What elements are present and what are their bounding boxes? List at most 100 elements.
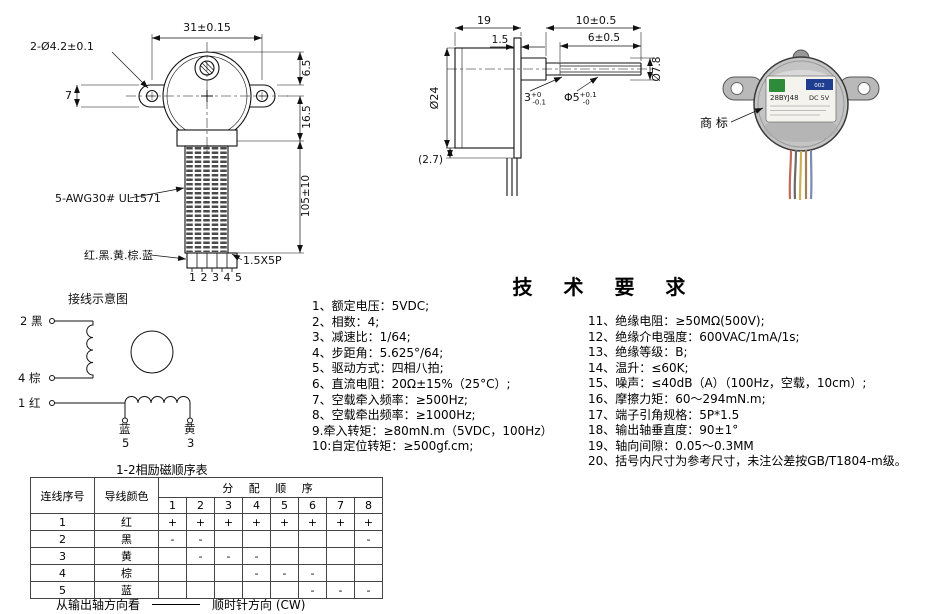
side-view-dimensions [444, 25, 654, 159]
table-row: 4 棕 - - - [30, 564, 383, 582]
tech-requirements-title: 技 术 要 求 [512, 275, 698, 299]
mark-cell: - [186, 530, 215, 548]
wire-color-cell: 黄 [94, 547, 159, 565]
mark-cell: + [354, 513, 383, 531]
rotation-note-line [152, 604, 201, 605]
rotation-note-right: 顺时针方向 (CW) [212, 598, 306, 612]
rotation-note: 从输出轴方向看 顺时针方向 (CW) [56, 596, 305, 613]
terminal-5-color-label: 蓝 [119, 422, 131, 436]
wire-color-cell: 红 [94, 513, 159, 531]
mark-cell: - [242, 564, 271, 582]
wire-number-cell: 1 [30, 513, 95, 531]
mark-cell: + [298, 513, 327, 531]
tech-req-item: 11、绝缘电阻：≥50MΩ(500V); [588, 314, 765, 328]
mark-cell: - [326, 581, 355, 599]
side-view-drawing [447, 37, 656, 196]
step-header: 6 [298, 497, 327, 514]
shaft-flat-label: 3+0-0.1 [524, 91, 546, 107]
rotor-symbol [130, 330, 174, 374]
pin-numbers-label: 12345 [189, 271, 247, 284]
connector-spec-label: 1.5X5P [243, 254, 282, 267]
table-header-row: 连线序号 导线颜色 分 配 顺 序 [30, 477, 383, 514]
dim-7-label: 7 [65, 89, 72, 102]
mark-cell [326, 564, 355, 582]
mark-cell: - [298, 564, 327, 582]
tech-req-item: 20、括号内尺寸为参考尺寸，未注公差按GB/T1804-m级。 [588, 454, 907, 469]
col-header-sequence: 分 配 顺 序 [158, 477, 383, 498]
mounting-holes-label: 2-Ø4.2±0.1 [30, 40, 94, 53]
table-row: 1 红 + + + + + + + + [30, 513, 383, 531]
dim-16-5-label: 16.5 [301, 105, 313, 128]
excitation-table-title: 1-2相励磁顺序表 [116, 463, 208, 477]
dim-1-5-label: 1.5 [492, 34, 509, 46]
mark-cell [354, 564, 383, 582]
wiring-title: 接线示意图 [68, 291, 128, 306]
tech-req-item: 6、直流电阻：20Ω±15%（25°C）; [312, 376, 511, 391]
step-header: 8 [354, 497, 383, 514]
shaft-dia-label: Φ5+0.1-0 [564, 91, 597, 107]
step-header: 3 [214, 497, 243, 514]
tech-req-item: 4、步距角：5.625°/64; [312, 345, 444, 360]
motor-photo: 002 28BYJ48 DC 5V 商 标 [700, 49, 880, 201]
terminal-2-label: 2 黑 [20, 314, 42, 328]
wire-spec-label: 5-AWG30# UL1571 [55, 192, 161, 205]
wire-number-cell: 4 [30, 564, 95, 582]
mark-cell [270, 547, 299, 565]
mark-cell: + [270, 513, 299, 531]
step-header: 4 [242, 497, 271, 514]
mark-cell: + [158, 513, 187, 531]
body-dia-label: Ø24 [428, 87, 441, 110]
tech-req-item: 7、空载牵入频率：≥500Hz; [312, 392, 468, 407]
brand-logo [769, 79, 785, 92]
mark-cell: - [298, 581, 327, 599]
mark-cell: + [242, 513, 271, 531]
step-header: 2 [186, 497, 215, 514]
wiring-diagram [49, 318, 193, 424]
terminal-3-num-label: 3 [187, 436, 194, 450]
rotation-note-left: 从输出轴方向看 [56, 598, 141, 612]
mark-cell [298, 530, 327, 548]
wiring-labels: 接线示意图 2 黑 4 棕 1 红 蓝 5 黄 3 [18, 291, 196, 450]
tech-requirements-right: 11、绝缘电阻：≥50MΩ(500V); 12、绝缘介电强度：600VAC/1m… [588, 314, 907, 470]
wire-color-cell: 黑 [94, 530, 159, 548]
mark-cell: - [354, 581, 383, 599]
tech-requirements-left: 1、额定电压：5VDC; 2、相数：4; 3、减速比：1/64; 4、步距角：5… [312, 299, 553, 455]
mark-cell [158, 564, 187, 582]
mark-cell: - [242, 547, 271, 565]
tech-req-item: 5、驱动方式：四相八拍; [312, 361, 444, 376]
terminal-5-num-label: 5 [122, 436, 129, 450]
step-header: 1 [158, 497, 187, 514]
col-header-wire-color: 导线颜色 [94, 477, 159, 514]
wire-number-cell: 2 [30, 530, 95, 548]
mark-cell [298, 547, 327, 565]
table-step-row: 1 2 3 4 5 6 7 8 [31, 497, 383, 514]
mark-cell: - [270, 564, 299, 582]
front-view-dimensions [74, 34, 304, 261]
terminal-1-label: 1 红 [18, 396, 40, 410]
tech-req-item: 14、温升：≤60K; [588, 360, 689, 375]
label-code-text: 002 [814, 83, 825, 89]
wire-length-label: 105±10 [300, 175, 312, 217]
table-row: 5 蓝 - - - [30, 581, 383, 599]
tech-req-item: 18、输出轴垂直度：90±1° [588, 423, 739, 438]
mark-cell: + [214, 513, 243, 531]
dim-19-label: 19 [477, 14, 491, 27]
wire-color-cell: 棕 [94, 564, 159, 582]
wire-number-cell: 3 [30, 547, 95, 565]
tech-req-item: 2、相数：4; [312, 314, 380, 329]
col-header-wire-number: 连线序号 [30, 477, 95, 514]
mark-cell [214, 564, 243, 582]
mark-cell: - [354, 530, 383, 548]
side-view-labels: 19 1.5 10±0.5 6±0.5 Ø24 Ø7.8 3+0-0.1 Φ5+… [418, 14, 663, 166]
step-header: 7 [326, 497, 355, 514]
front-view-labels: 31±0.15 2-Ø4.2±0.1 7 6.5 16.5 105±10 5-A… [30, 21, 313, 284]
dim-6-5-label: 6.5 [301, 60, 313, 77]
mark-cell [354, 547, 383, 565]
mark-cell: - [158, 530, 187, 548]
table-row: 3 黄 - - - [30, 547, 383, 565]
mark-cell: + [326, 513, 355, 531]
tech-req-item: 8、空载牵出频率：≥1000Hz; [312, 408, 476, 423]
dim-10-label: 10±0.5 [576, 14, 617, 27]
mark-cell [270, 530, 299, 548]
step-header: 5 [270, 497, 299, 514]
